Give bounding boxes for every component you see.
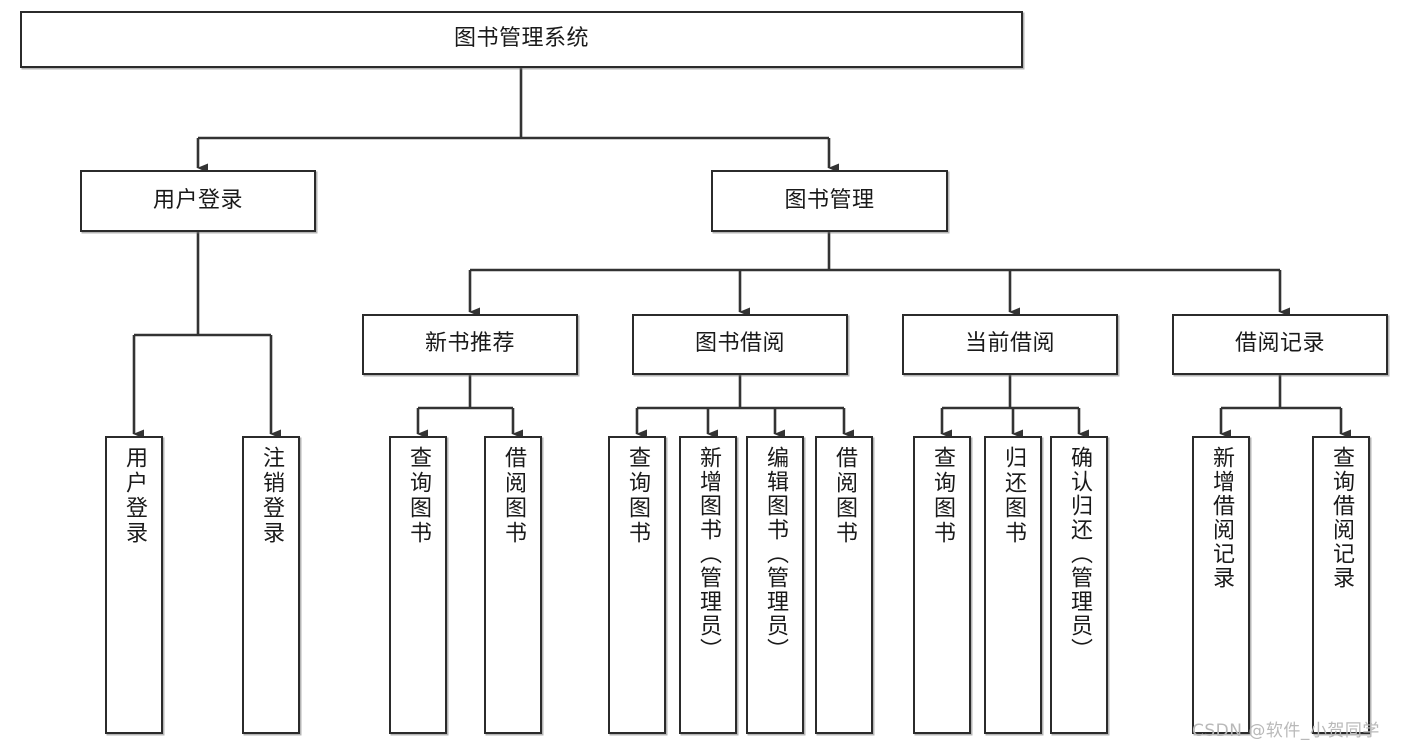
node-label: 新增图书（管理员） — [696, 446, 721, 662]
node-label: 图书管理 — [784, 187, 875, 213]
node-label: 确认归还（管理员） — [1067, 446, 1092, 662]
node-leaf-cur-query-book[interactable]: 查询图书 — [913, 436, 971, 734]
node-label: 借阅图书 — [501, 446, 526, 546]
csdn-watermark: CSDN @软件_小贺同学 — [1192, 721, 1380, 741]
node-label: 新增借阅记录 — [1209, 446, 1234, 590]
node-current-borrow[interactable]: 当前借阅 — [902, 314, 1118, 375]
node-leaf-query-borrow-record[interactable]: 查询借阅记录 — [1312, 436, 1370, 734]
node-borrow-record[interactable]: 借阅记录 — [1172, 314, 1388, 375]
node-label: 注销登录 — [259, 446, 284, 546]
node-label: 当前借阅 — [964, 331, 1055, 357]
node-leaf-confirm-return-admin[interactable]: 确认归还（管理员） — [1050, 436, 1108, 734]
node-label: 用户登录 — [152, 187, 243, 213]
node-label: 查询图书 — [406, 446, 431, 546]
node-label: 归还图书 — [1001, 446, 1026, 546]
node-new-book-rec[interactable]: 新书推荐 — [362, 314, 578, 375]
node-label: 用户登录 — [122, 446, 147, 546]
node-leaf-user-logout[interactable]: 注销登录 — [242, 436, 300, 734]
node-leaf-rec-borrow-book[interactable]: 借阅图书 — [484, 436, 542, 734]
node-label: 查询图书 — [625, 446, 650, 546]
node-label: 编辑图书（管理员） — [763, 446, 788, 662]
node-book-manage[interactable]: 图书管理 — [711, 170, 948, 232]
node-label: 图书借阅 — [694, 331, 785, 357]
node-label: 借阅记录 — [1234, 331, 1325, 357]
node-leaf-add-book-admin[interactable]: 新增图书（管理员） — [679, 436, 737, 734]
node-leaf-rec-query-book[interactable]: 查询图书 — [389, 436, 447, 734]
node-root[interactable]: 图书管理系统 — [20, 11, 1023, 68]
node-leaf-borrow-book[interactable]: 借阅图书 — [815, 436, 873, 734]
node-label: 新书推荐 — [424, 331, 515, 357]
node-label: 查询图书 — [930, 446, 955, 546]
node-leaf-borrow-query-book[interactable]: 查询图书 — [608, 436, 666, 734]
node-label: 图书管理系统 — [453, 26, 589, 52]
node-leaf-user-login[interactable]: 用户登录 — [105, 436, 163, 734]
node-book-borrow[interactable]: 图书借阅 — [632, 314, 848, 375]
node-user-login[interactable]: 用户登录 — [80, 170, 316, 232]
node-leaf-edit-book-admin[interactable]: 编辑图书（管理员） — [746, 436, 804, 734]
edge-group — [132, 68, 1351, 439]
node-leaf-add-borrow-record[interactable]: 新增借阅记录 — [1192, 436, 1250, 734]
node-label: 借阅图书 — [832, 446, 857, 546]
node-label: 查询借阅记录 — [1329, 446, 1354, 590]
node-leaf-return-book[interactable]: 归还图书 — [984, 436, 1042, 734]
